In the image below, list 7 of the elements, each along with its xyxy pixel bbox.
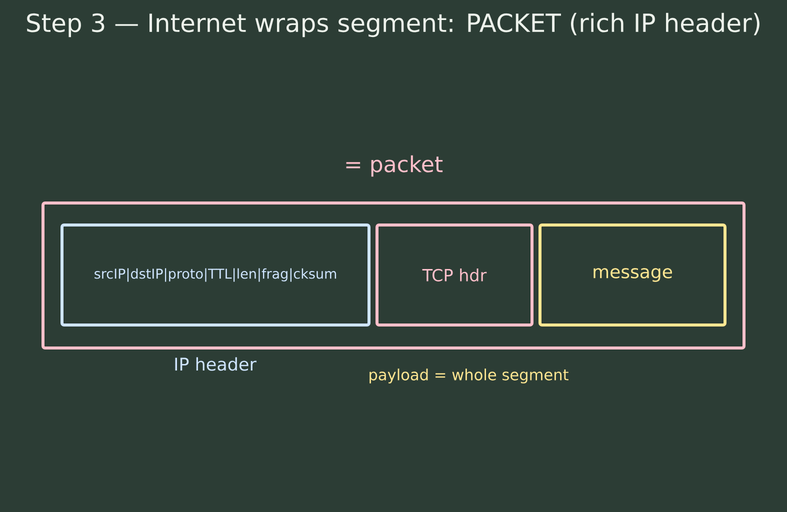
note-text: payload = whole segment [370, 368, 568, 384]
box-heading: = packet [346, 155, 443, 177]
ip-header-box: srcIP|dstIP|proto|TTL|len|frag|cksum [60, 224, 370, 326]
box-caption: IP header [175, 357, 256, 371]
tcp-header-box: TCP hdr [376, 224, 534, 326]
diagram-title: Step 3 — Internet wraps segment: PACKET (rich IP header) [27, 12, 760, 38]
message-box: message [538, 224, 726, 326]
